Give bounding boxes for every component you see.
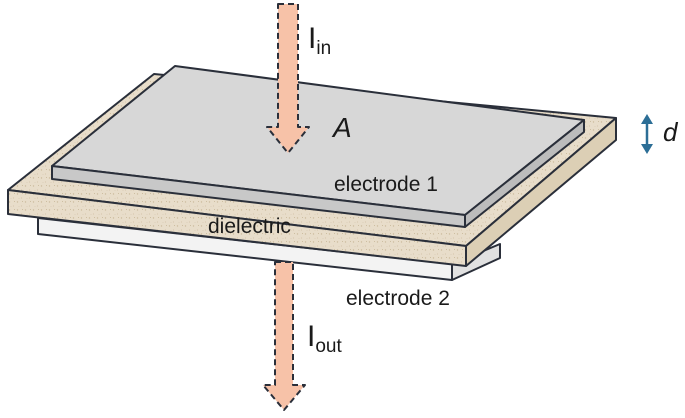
current-out-label: Iout [307, 320, 342, 357]
top-electrode [51, 65, 585, 228]
current-out-subscript: out [315, 336, 342, 357]
current-in-label: Iin [308, 22, 331, 59]
current-out-symbol: I [307, 320, 315, 353]
dielectric-label: dielectric [208, 215, 291, 238]
electrode-2-label: electrode 2 [346, 287, 450, 310]
thickness-label: d [663, 117, 679, 147]
current-out-arrow [262, 261, 306, 411]
electrode-1-label: electrode 1 [334, 173, 438, 196]
thickness-arrow-icon [641, 114, 653, 154]
current-in-symbol: I [308, 22, 316, 55]
current-in-arrow [266, 3, 310, 154]
area-label: A [331, 112, 352, 143]
current-in-subscript: in [316, 38, 331, 59]
